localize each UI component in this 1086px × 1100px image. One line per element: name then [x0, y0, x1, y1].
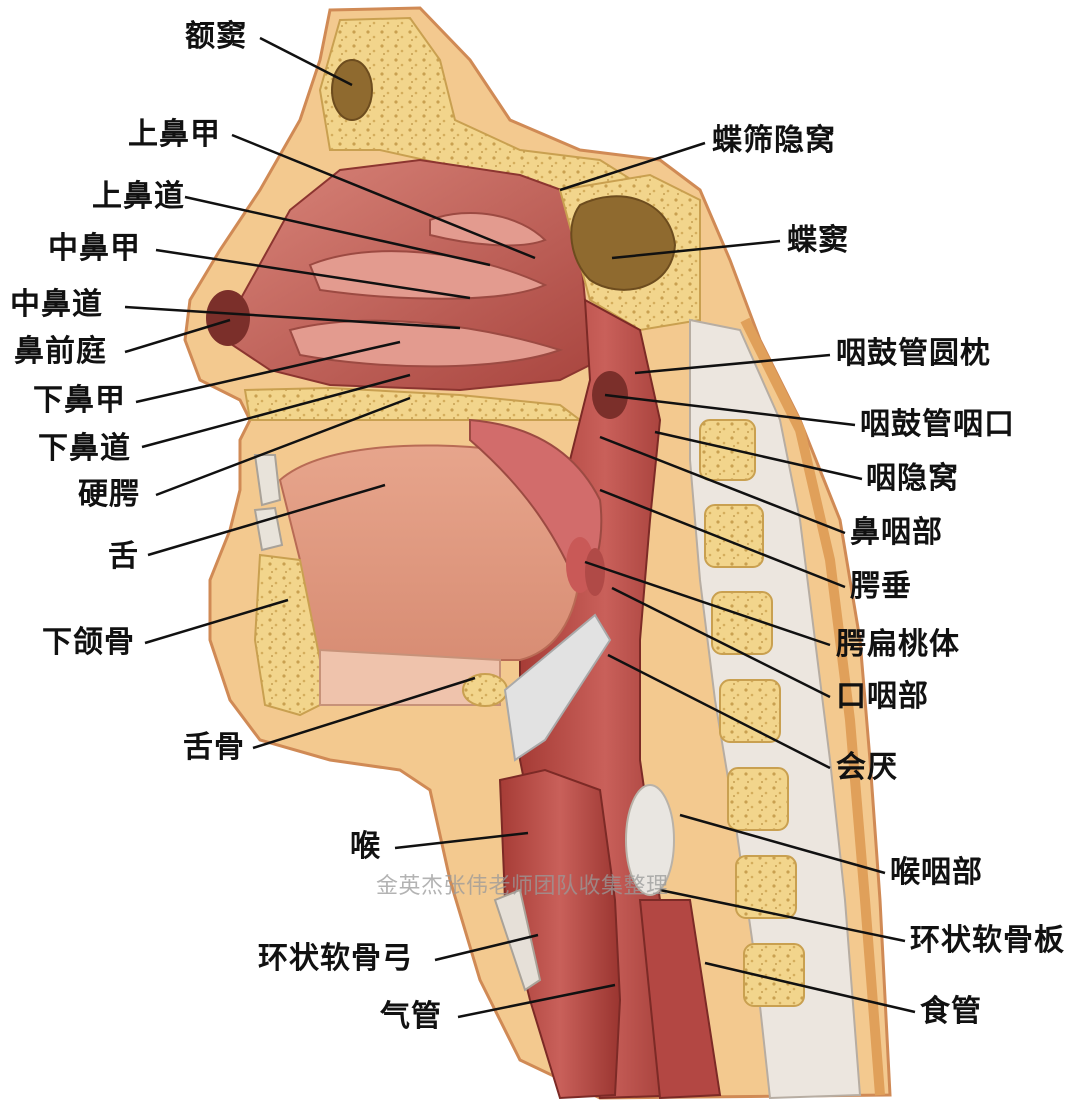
label-inferior-turbinate: 下鼻甲	[33, 384, 126, 418]
label-mandible: 下颌骨	[42, 626, 135, 660]
label-tongue: 舌	[108, 540, 139, 574]
frontal-sinus-cavity	[332, 60, 372, 120]
label-nasopharynx: 鼻咽部	[850, 516, 943, 550]
label-esophagus: 食管	[920, 995, 982, 1029]
label-pharyngeal-recess: 咽隐窝	[866, 462, 959, 496]
label-superior-turbinate: 上鼻甲	[128, 118, 221, 152]
label-sphenoid-sinus: 蝶窦	[787, 224, 849, 258]
label-pharyngeal-opening: 咽鼓管咽口	[860, 408, 1015, 442]
label-uvula: 腭垂	[850, 570, 912, 604]
label-frontal-sinus: 额窦	[185, 20, 247, 54]
palatine-tonsil-shape	[585, 548, 605, 596]
label-middle-meatus: 中鼻道	[10, 288, 103, 322]
label-oropharynx: 口咽部	[836, 680, 929, 714]
label-larynx: 喉	[350, 830, 381, 864]
label-hyoid: 舌骨	[183, 731, 245, 765]
label-nasal-vestibule: 鼻前庭	[14, 335, 107, 369]
label-epiglottis: 会厌	[836, 751, 898, 785]
label-cricoid-lamina: 环状软骨板	[910, 924, 1065, 958]
label-torus-tubarius: 咽鼓管圆枕	[836, 337, 991, 371]
nasal-vestibule-shape	[206, 290, 250, 346]
label-cricoid-arch: 环状软骨弓	[258, 942, 413, 976]
watermark: 金英杰张伟老师团队收集整理	[376, 868, 669, 900]
label-sphenoethmoidal-recess: 蝶筛隐窝	[712, 124, 836, 158]
label-hard-palate: 硬腭	[78, 478, 140, 512]
label-palatine-tonsil: 腭扁桃体	[836, 628, 960, 662]
label-laryngopharynx: 喉咽部	[890, 856, 983, 890]
label-inferior-meatus: 下鼻道	[38, 432, 131, 466]
label-trachea: 气管	[380, 1000, 442, 1034]
label-middle-turbinate: 中鼻甲	[48, 232, 141, 266]
label-superior-meatus: 上鼻道	[92, 180, 185, 214]
